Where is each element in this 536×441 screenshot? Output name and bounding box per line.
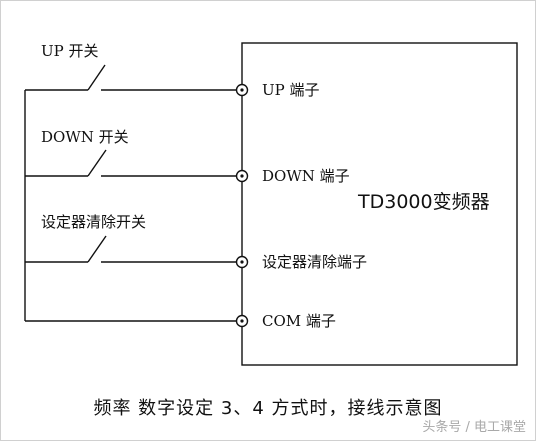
clear-switch-contact [87, 235, 107, 263]
inverter-box [241, 42, 518, 366]
clear-switch-label: 设定器清除开关 [41, 213, 147, 231]
terminal-clear-icon [235, 255, 249, 269]
watermark: 头条号 / 电工课堂 [422, 420, 526, 435]
com-terminal-label: COM 端子 [262, 312, 336, 330]
up-switch-label: UP 开关 [41, 42, 99, 60]
up-switch-contact [87, 64, 106, 91]
down-switch-circuit [25, 149, 236, 177]
up-terminal-label: UP 端子 [262, 81, 320, 99]
inverter-label: TD3000变频器 [358, 191, 490, 213]
down-switch-label: DOWN 开关 [41, 128, 129, 146]
terminal-up-icon [235, 83, 249, 97]
terminal-com-icon [235, 314, 249, 328]
up-switch-circuit [25, 64, 236, 91]
clear-terminal-label: 设定器清除端子 [262, 253, 368, 271]
diagram-caption: 频率 数字设定 3、4 方式时，接线示意图 [93, 398, 443, 419]
terminal-down-icon [235, 169, 249, 183]
clear-switch-circuit [25, 235, 236, 263]
down-switch-contact [87, 149, 107, 177]
down-terminal-label: DOWN 端子 [262, 167, 350, 185]
